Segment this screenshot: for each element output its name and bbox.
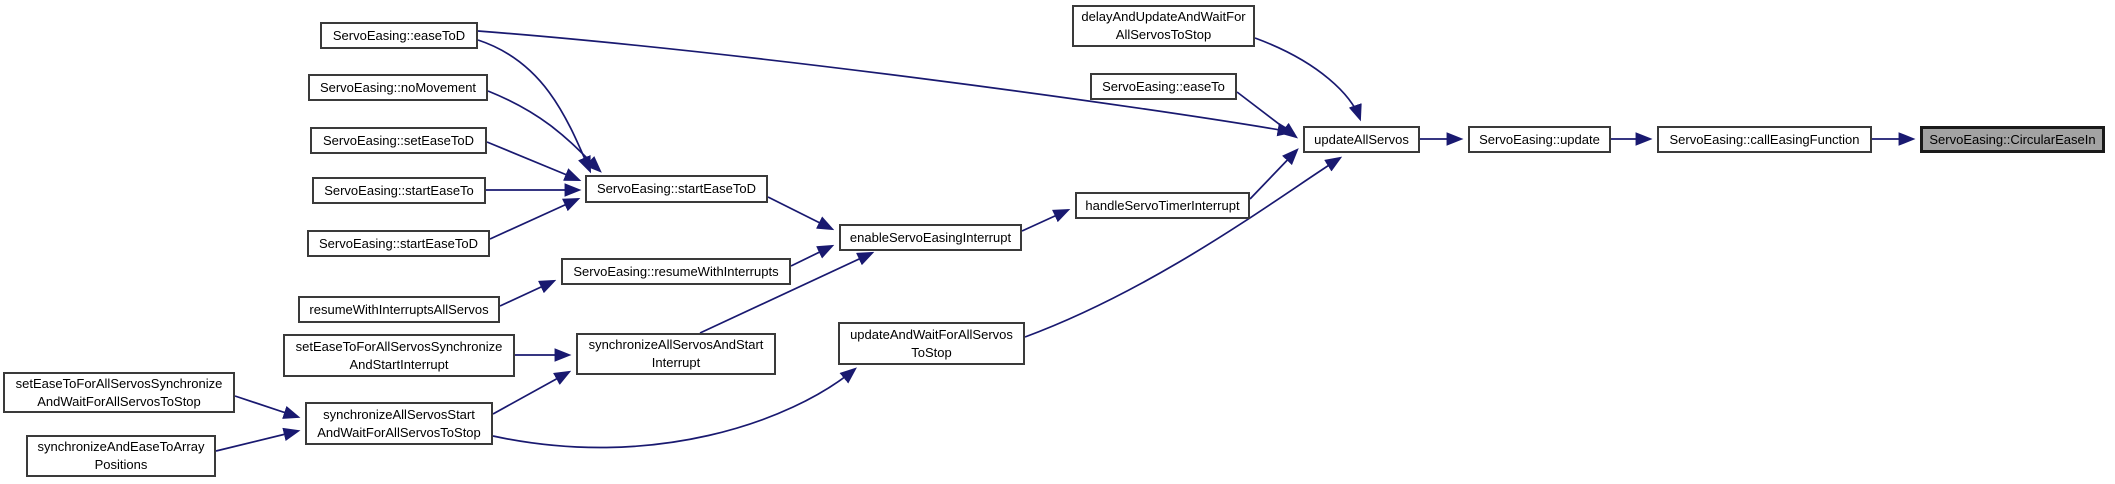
edge-handleServoTimerInterrupt-to-updateAllServos [1249,148,1299,200]
edge-easeToD-to-updateAllServos [477,30,1295,137]
edge-synchronizeAllServosStartAndWaitForAllServosToStop-to-synchronizeAllServosAndStartInterrupt [492,370,572,415]
node-synchronizeAndEaseToArrayPositions[interactable]: synchronizeAndEaseToArray Positions [26,435,216,477]
node-setEaseToForAllServosSynchronizeAndStartInterrupt[interactable]: setEaseToForAllServosSynchronize AndStar… [283,334,515,377]
edge-updateAndWaitForAllServosToStop-to-updateAllServos [1024,156,1343,338]
node-update[interactable]: ServoEasing::update [1468,126,1611,153]
edge-easeTo-to-updateAllServos [1236,91,1299,139]
edge-synchronizeAndEaseToArrayPositions-to-synchronizeAllServosStartAndWaitForAllServosToStop [215,427,301,452]
node-callEasingFunction[interactable]: ServoEasing::callEasingFunction [1657,126,1872,153]
node-delayAndUpdateAndWaitForAllServosToStop[interactable]: delayAndUpdateAndWaitFor AllServosToStop [1072,5,1255,47]
node-synchronizeAllServosStartAndWaitForAllServosToStop[interactable]: synchronizeAllServosStart AndWaitForAllS… [305,402,493,445]
node-updateAllServos[interactable]: updateAllServos [1303,126,1420,153]
edge-delayAndUpdateAndWaitForAllServosToStop-to-updateAllServos [1254,37,1362,122]
edge-setEaseToForAllServosSynchronizeAndWaitForAllServosToStop-to-synchronizeAllServosStartAndWaitForAllServosToStop [234,395,301,419]
node-updateAndWaitForAllServosToStop[interactable]: updateAndWaitForAllServos ToStop [838,322,1025,365]
node-startEaseToD-src[interactable]: ServoEasing::startEaseToD [307,230,490,257]
edge-resumeWithInterruptsAllServos-to-resumeWithInterrupts [499,279,557,307]
edge-startEaseToD-to-enableServoEasingInterrupt [767,196,835,231]
node-easeToD[interactable]: ServoEasing::easeToD [320,22,478,49]
node-handleServoTimerInterrupt[interactable]: handleServoTimerInterrupt [1075,192,1250,219]
node-noMovement[interactable]: ServoEasing::noMovement [308,74,488,101]
edge-enableServoEasingInterrupt-to-handleServoTimerInterrupt [1021,208,1071,232]
edge-resumeWithInterrupts-to-enableServoEasingInterrupt [790,244,835,267]
edge-synchronizeAllServosStartAndWaitForAllServosToStop-to-updateAndWaitForAllServosToStop [492,367,857,449]
edge-synchronizeAllServosAndStartInterrupt-to-enableServoEasingInterrupt [699,251,875,334]
edge-setEaseToD-to-startEaseToD [486,141,582,181]
node-resumeWithInterruptsAllServos[interactable]: resumeWithInterruptsAllServos [298,296,500,323]
node-setEaseToD[interactable]: ServoEasing::setEaseToD [310,127,487,154]
node-synchronizeAllServosAndStartInterrupt[interactable]: synchronizeAllServosAndStart Interrupt [576,333,776,375]
node-startEaseToD[interactable]: ServoEasing::startEaseToD [585,175,768,203]
node-easeTo[interactable]: ServoEasing::easeTo [1090,73,1237,100]
node-setEaseToForAllServosSynchronizeAndWaitForAllServosToStop[interactable]: setEaseToForAllServosSynchronize AndWait… [3,372,235,413]
edge-easeToD-to-startEaseToD [477,39,592,174]
node-resumeWithInterrupts[interactable]: ServoEasing::resumeWithInterrupts [561,258,791,285]
node-CircularEaseIn-current: ServoEasing::CircularEaseIn [1920,126,2105,153]
node-enableServoEasingInterrupt[interactable]: enableServoEasingInterrupt [839,224,1022,251]
edge-noMovement-to-startEaseToD [487,90,602,173]
edge-startEaseToD-src-to-startEaseToD [489,197,581,240]
node-startEaseTo[interactable]: ServoEasing::startEaseTo [312,177,486,204]
